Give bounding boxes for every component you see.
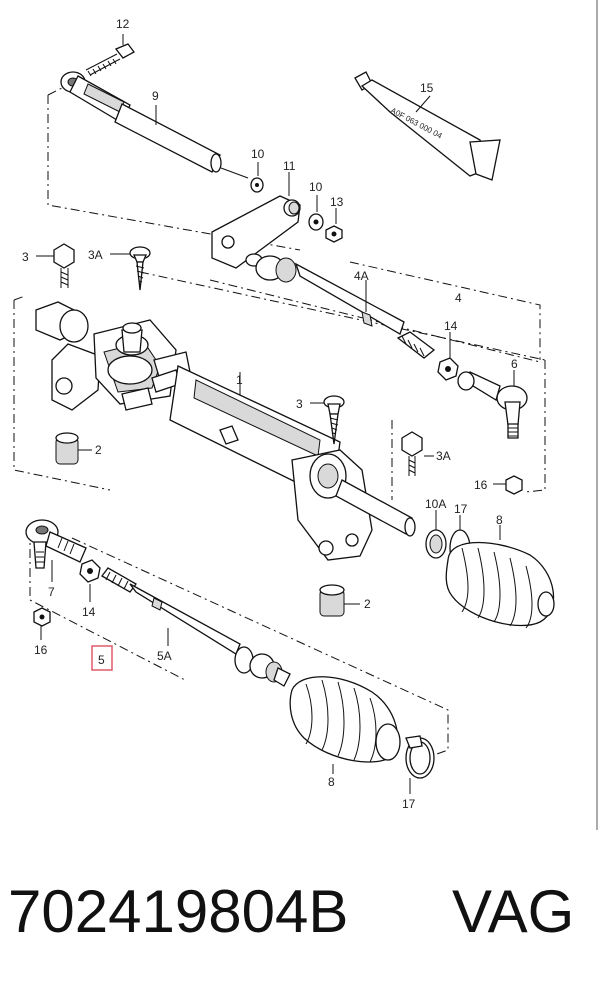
tie-rod-5A (101, 567, 291, 687)
label-14: 14 (444, 319, 458, 333)
label-8-upper: 8 (496, 513, 503, 527)
label-11: 11 (283, 159, 296, 173)
label-7: 7 (48, 585, 55, 599)
boot-lower-8 (289, 676, 401, 774)
label-5: 5 (98, 653, 105, 667)
label-3A-mid: 3A (436, 449, 451, 463)
part-labels: 12 9 15 10 11 10 13 3 3A 4A 4 14 6 1 3 2… (22, 17, 518, 811)
washers-and-bracket (211, 162, 343, 269)
label-16-upper: 16 (474, 478, 488, 492)
label-15: 15 (420, 81, 434, 95)
label-12: 12 (116, 17, 130, 31)
rubber-mounts-2 (55, 432, 360, 617)
tie-rod-end-6 (457, 370, 528, 439)
label-3A-top: 3A (88, 248, 103, 262)
label-5A: 5A (157, 649, 172, 663)
label-4A: 4A (354, 269, 369, 283)
label-17-lower: 17 (402, 797, 416, 811)
label-3-mid: 3 (296, 397, 303, 411)
label-6: 6 (511, 357, 518, 371)
label-2-lower: 2 (364, 597, 371, 611)
label-13: 13 (330, 195, 344, 209)
label-16-lower: 16 (34, 643, 48, 657)
label-10-b: 10 (309, 180, 323, 194)
label-8-lower: 8 (328, 775, 335, 789)
label-17-upper: 17 (454, 502, 468, 516)
label-10A: 10A (425, 497, 446, 511)
part-number: 702419804B (8, 878, 349, 945)
nut-14-lower (79, 559, 101, 602)
label-5-highlight (91, 645, 113, 671)
brand-name: VAG (452, 878, 575, 945)
nut-14-upper (437, 332, 459, 381)
boot-upper-8 (425, 510, 555, 629)
label-4: 4 (455, 291, 462, 305)
screws-middle (310, 395, 434, 476)
label-10: 10 (251, 147, 265, 161)
steering-rack-exploded-diagram: A0F 063 000 04 (13, 0, 598, 830)
screws-upper (36, 243, 151, 291)
bolt-12 (85, 34, 135, 77)
tie-rod-4A (245, 253, 436, 359)
label-3: 3 (22, 250, 29, 264)
dashed-frames (13, 87, 546, 761)
label-2: 2 (95, 443, 102, 457)
label-9: 9 (152, 89, 159, 103)
label-1: 1 (236, 373, 243, 387)
rack-housing-1 (35, 301, 416, 561)
label-14-lower: 14 (82, 605, 96, 619)
nut-16-upper (493, 475, 523, 495)
tie-rod-end-7 (25, 519, 87, 582)
nut-16-lower (33, 607, 51, 640)
tube-9 (60, 71, 249, 179)
clamp-17 (405, 735, 435, 794)
